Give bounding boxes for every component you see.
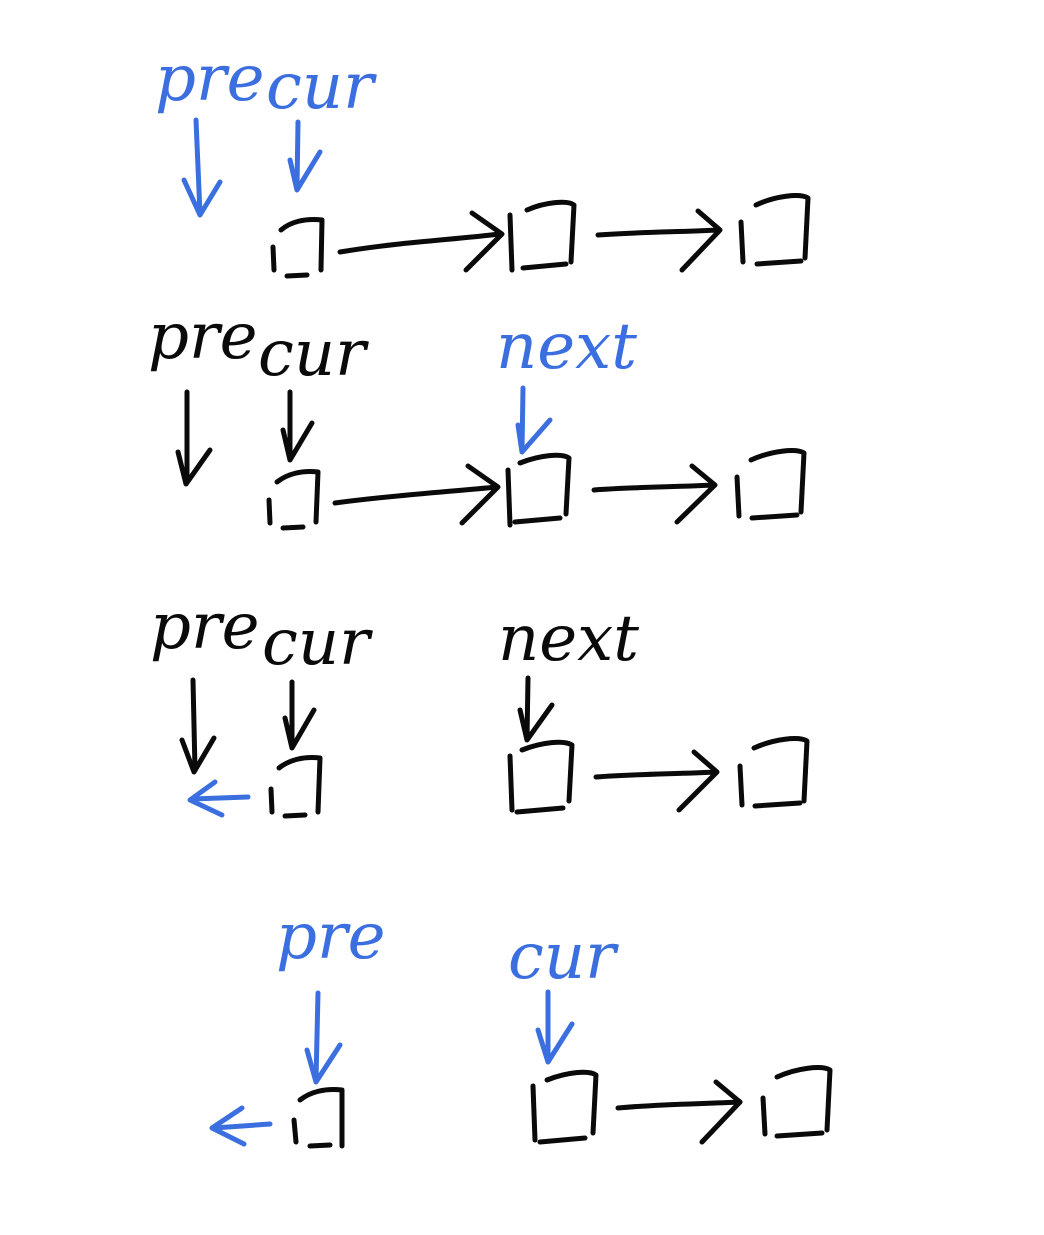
step1-pre-arrow (181, 117, 223, 218)
step4-reversed-link (209, 1105, 273, 1147)
step2-pre-label: pre (148, 300, 257, 374)
step1-link-2-3 (595, 208, 723, 273)
step4-pre-arrow (304, 990, 343, 1085)
step3-link-2-3 (593, 749, 720, 813)
step2-link-2-3 (591, 463, 718, 525)
step-2: pre cur next (148, 300, 807, 531)
step1-cur-arrow (287, 119, 323, 193)
step3-node-1 (268, 755, 323, 819)
step1-cur-label: cur (266, 50, 377, 124)
step2-node-3 (734, 448, 807, 521)
step-4: pre cur (209, 900, 833, 1149)
step3-pre-arrow (179, 677, 217, 775)
step4-node-2 (530, 1069, 599, 1145)
step3-cur-label: cur (262, 606, 373, 680)
step2-next-arrow (515, 385, 553, 455)
step3-node-3 (737, 736, 810, 809)
step4-node-1 (291, 1087, 345, 1149)
step4-link-2-3 (615, 1079, 743, 1145)
step3-cur-arrow (282, 679, 317, 751)
step3-next-arrow (517, 675, 555, 743)
step1-node-3 (738, 193, 811, 267)
step2-cur-arrow (280, 389, 315, 463)
step3-reversed-link (187, 779, 251, 818)
step2-node-2 (505, 452, 572, 528)
step1-node-2 (507, 199, 577, 273)
step2-cur-label: cur (258, 317, 369, 391)
step-3: pre cur next (150, 590, 810, 819)
step-1: pre cur (155, 42, 811, 279)
step4-cur-label: cur (508, 920, 619, 994)
step3-next-label: next (498, 602, 639, 676)
step1-node-1 (270, 217, 325, 279)
step2-link-1-2 (332, 463, 501, 526)
step4-cur-arrow (535, 989, 575, 1065)
step3-node-2 (507, 739, 575, 815)
step1-link-1-2 (337, 210, 505, 273)
step4-node-3 (760, 1065, 833, 1139)
step2-pre-arrow (175, 389, 213, 487)
step2-node-1 (266, 469, 321, 531)
step4-pre-label: pre (276, 900, 385, 974)
step3-pre-label: pre (150, 590, 259, 664)
step2-next-label: next (496, 310, 637, 384)
step1-pre-label: pre (155, 42, 264, 116)
